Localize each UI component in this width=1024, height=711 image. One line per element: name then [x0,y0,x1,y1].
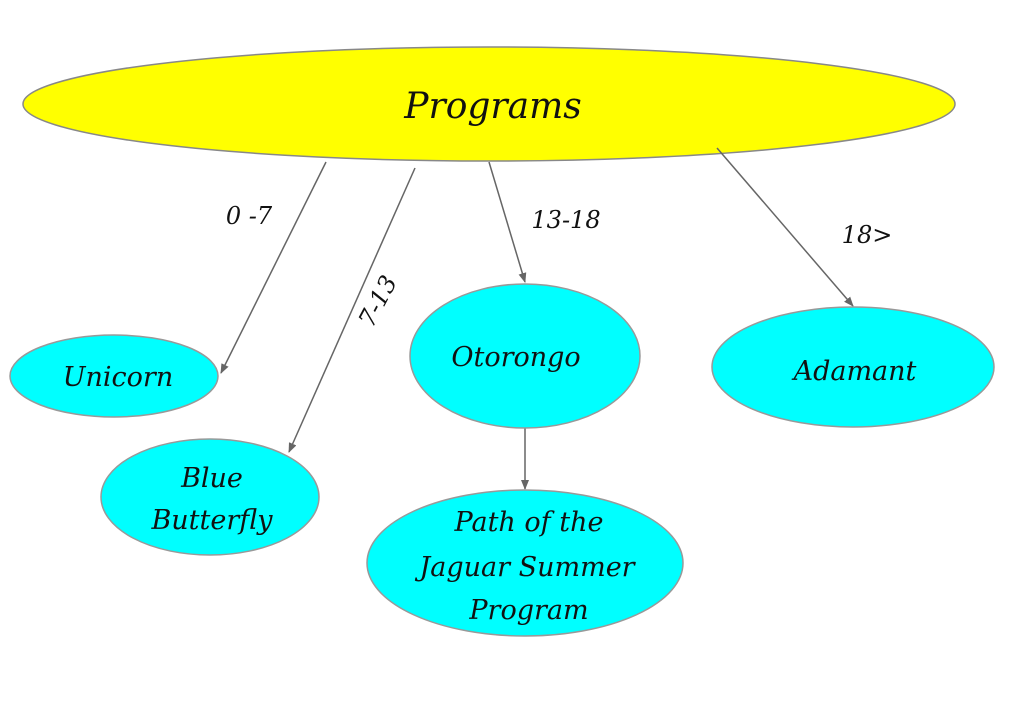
node-otorongo-label: Otorongo [451,342,580,373]
root-label: Programs [403,86,581,127]
node-path-of-jaguar-label-line3: Program [468,595,588,626]
node-path-of-jaguar-label-line1: Path of the [454,507,604,538]
edge-label-adamant: 18> [842,221,893,249]
root-node-programs [22,46,956,162]
edge-root-adamant [716,147,854,307]
edge-label-otorongo: 13-18 [531,206,600,234]
node-blue-butterfly [100,438,320,556]
edge-label-blue-butterfly: 7-13 [353,271,403,332]
node-adamant [711,306,995,428]
node-path-of-jaguar-label-line2: Jaguar Summer [414,552,636,583]
node-path-of-jaguar [366,489,684,637]
edge-label-unicorn: 0 -7 [226,202,273,230]
node-blue-butterfly-label-line2: Butterfly [150,505,273,536]
node-blue-butterfly-label-line1: Blue [180,463,243,494]
node-unicorn-label: Unicorn [63,362,173,393]
edge-root-otorongo [488,161,527,283]
edge-root-unicorn [220,161,327,374]
node-otorongo [409,283,641,429]
node-unicorn [9,334,219,418]
node-adamant-label: Adamant [791,356,917,387]
edge-root-blue-butterfly [288,167,416,453]
